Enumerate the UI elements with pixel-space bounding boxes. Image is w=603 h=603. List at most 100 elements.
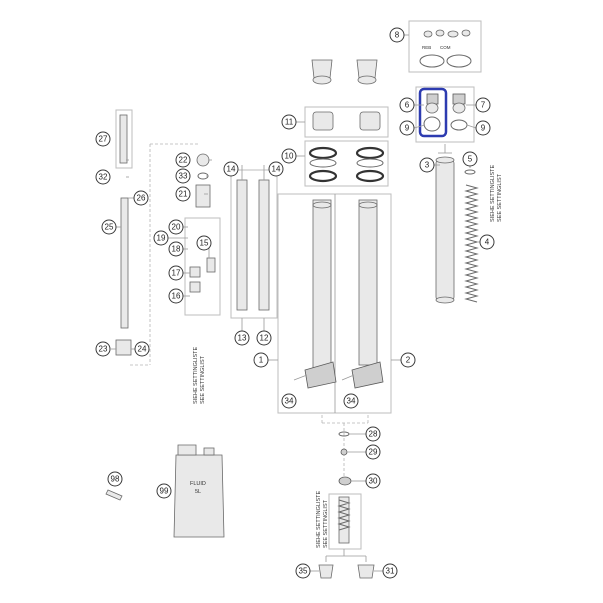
svg-text:30: 30: [369, 477, 378, 486]
cap-seal-left: [423, 116, 441, 132]
highlight-box: [418, 87, 448, 138]
callout-5: 5: [462, 151, 478, 167]
svg-text:34: 34: [285, 397, 294, 406]
group-8-frame: [408, 20, 482, 73]
svg-text:98: 98: [111, 475, 120, 484]
svg-text:16: 16: [172, 292, 181, 301]
callout-29: 29: [365, 444, 381, 460]
cartridge-frame: [230, 169, 278, 319]
part-35-body: [318, 564, 334, 579]
callout-31: 31: [382, 563, 398, 579]
svg-text:5: 5: [468, 155, 473, 164]
callout-13: 13: [234, 330, 250, 346]
callout-17: 17: [168, 265, 184, 281]
svg-text:31: 31: [386, 567, 395, 576]
svg-text:12: 12: [260, 334, 269, 343]
fluid-volume: 5L: [195, 489, 201, 495]
callout-23: 23: [95, 341, 111, 357]
callout-18: 18: [168, 241, 184, 257]
settinglist-left-en: SEE SETTINGLIST: [200, 355, 206, 404]
cap-seal-right: [450, 119, 468, 131]
callout-12: 12: [256, 330, 272, 346]
svg-text:24: 24: [138, 345, 147, 354]
cap-7: [452, 93, 466, 105]
callout-25: 25: [101, 219, 117, 235]
fork-legs: [277, 193, 392, 414]
svg-text:7: 7: [481, 101, 486, 110]
callout-15: 15: [196, 235, 212, 251]
cartridge-13: [236, 179, 248, 311]
settinglist-bottom-en: SEE SETTINGLIST: [323, 499, 329, 548]
svg-text:23: 23: [99, 345, 108, 354]
axle-foot-right: [351, 361, 384, 389]
callout-14-right: 14: [268, 161, 284, 177]
damper-rod-25: [120, 197, 129, 329]
fluid-can: FLUID 5L: [173, 444, 225, 538]
washer-5: [464, 169, 476, 175]
callout-32: 32: [95, 169, 111, 185]
svg-text:20: 20: [172, 223, 181, 232]
svg-text:14: 14: [227, 165, 236, 174]
callout-10: 10: [281, 148, 297, 164]
leader-lines: [111, 34, 480, 572]
callout-6: 6: [399, 97, 415, 113]
svg-text:22: 22: [179, 156, 188, 165]
damper-piston: [115, 339, 132, 356]
svg-text:29: 29: [369, 448, 378, 457]
callout-98: 98: [107, 471, 123, 487]
damper-parts: SIEHE SETTINGLISTE SEE SETTINGLIST: [115, 109, 221, 404]
fluid-label: FLUID: [190, 481, 206, 487]
callout-8: 8: [389, 27, 405, 43]
callout-3: 3: [419, 157, 435, 173]
com-label: COM: [440, 45, 451, 50]
callout-21: 21: [175, 186, 191, 202]
tool-98: [105, 489, 123, 501]
seals-10: [304, 140, 389, 187]
spring-4: [464, 183, 479, 303]
svg-text:13: 13: [238, 334, 247, 343]
cartridges: [230, 165, 278, 331]
settinglist-left-de: SIEHE SETTINGLISTE: [193, 347, 199, 404]
settinglist-right-en: SEE SETTINGLIST: [497, 173, 503, 222]
callout-24: 24: [134, 341, 150, 357]
svg-text:1: 1: [259, 356, 264, 365]
svg-text:33: 33: [179, 172, 188, 181]
callout-1: 1: [253, 352, 269, 368]
callout-34-right: 34: [343, 393, 359, 409]
bottom-frame: [328, 493, 362, 550]
callout-2: 2: [400, 352, 416, 368]
spring-tube-3: [435, 159, 455, 301]
spring-assembly: SIEHE SETTINGLISTE SEE SETTINGLIST: [435, 144, 503, 304]
svg-text:4: 4: [485, 238, 490, 247]
svg-text:28: 28: [369, 430, 378, 439]
upper-tube-tops: [311, 59, 378, 85]
svg-text:2: 2: [406, 356, 411, 365]
axle-foot-left: [304, 361, 337, 389]
callout-27: 27: [95, 131, 111, 147]
cartridge-12: [258, 179, 270, 311]
svg-text:15: 15: [200, 239, 209, 248]
svg-text:6: 6: [405, 101, 410, 110]
callout-34-left: 34: [281, 393, 297, 409]
svg-text:19: 19: [157, 234, 166, 243]
callout-99: 99: [156, 483, 172, 499]
svg-text:32: 32: [99, 173, 108, 182]
svg-text:18: 18: [172, 245, 181, 254]
callout-7: 7: [475, 97, 491, 113]
callout-19: 19: [153, 230, 169, 246]
callout-26: 26: [133, 190, 149, 206]
svg-text:9: 9: [481, 124, 486, 133]
o-ring-left: [419, 54, 445, 68]
callout-4: 4: [479, 234, 495, 250]
bushings-11: [304, 106, 389, 138]
callout-14-left: 14: [223, 161, 239, 177]
part-21: [195, 184, 211, 208]
callout-30: 30: [365, 473, 381, 489]
group-10-frame: [304, 140, 389, 187]
callout-35: 35: [295, 563, 311, 579]
callout-11: 11: [281, 114, 297, 130]
svg-text:27: 27: [99, 135, 108, 144]
svg-text:99: 99: [160, 487, 169, 496]
reb-label: REB: [422, 45, 431, 50]
svg-text:26: 26: [137, 194, 146, 203]
